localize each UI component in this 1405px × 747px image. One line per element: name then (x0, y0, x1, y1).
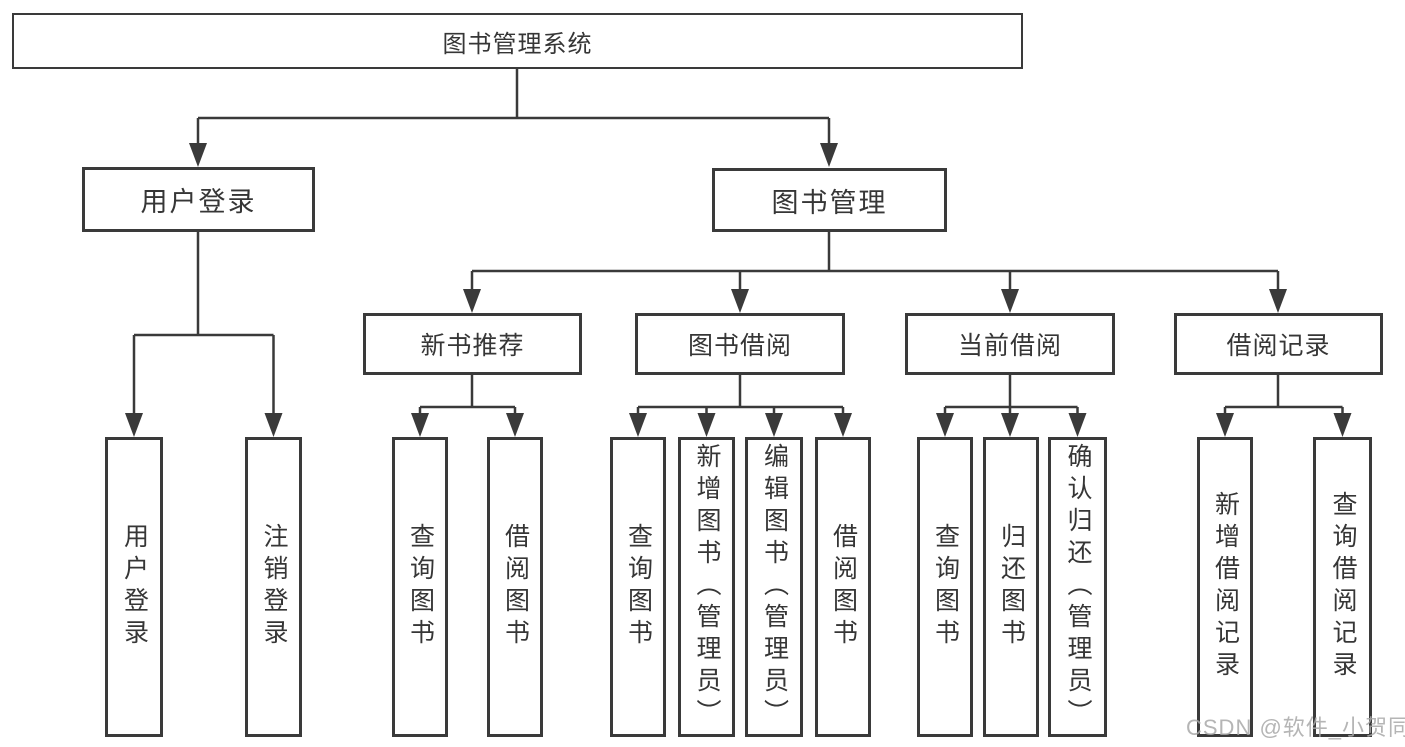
node-label: 用户登录 (120, 523, 149, 651)
node-label: 借阅记录 (1226, 332, 1331, 360)
node-label: 图书管理 (771, 187, 888, 218)
node-user-login: 用户登录 (82, 167, 315, 232)
arrowhead (189, 143, 207, 167)
node-label: 新增图书（管理员） (693, 443, 721, 731)
node-library-management-system: 图书管理系统 (12, 13, 1023, 69)
node-label: 查询图书 (931, 523, 960, 651)
node-label: 图书借阅 (687, 332, 792, 360)
leaf-query-books-current: 查询图书 (917, 437, 973, 737)
node-label: 查询图书 (406, 523, 435, 651)
arrowhead (697, 413, 716, 437)
arrowhead (1269, 289, 1287, 313)
leaf-edit-book-admin: 编辑图书（管理员） (745, 437, 803, 737)
node-label: 注销登录 (260, 523, 288, 651)
node-label: 借阅图书 (829, 523, 858, 651)
leaf-return-book: 归还图书 (983, 437, 1039, 737)
arrowhead (765, 413, 783, 437)
csdn-watermark: CSDN @软件_小贺同学 (1186, 715, 1405, 740)
arrowhead (1068, 413, 1087, 437)
connector-records-to-leaves (1223, 375, 1344, 415)
node-label: 新书推荐 (420, 332, 525, 360)
arrowhead (731, 289, 749, 313)
node-label: 归还图书 (997, 523, 1026, 651)
node-borrowing-records: 借阅记录 (1174, 313, 1383, 375)
node-label: 图书管理系统 (442, 30, 593, 58)
leaf-borrow-books-recommend: 借阅图书 (487, 437, 543, 737)
leaf-query-borrow-record: 查询借阅记录 (1313, 437, 1372, 737)
connector-bookborrow-to-leaves (636, 375, 845, 415)
arrowheads (125, 143, 1352, 437)
node-new-book-recommendation: 新书推荐 (363, 313, 582, 375)
arrowhead (834, 413, 852, 437)
node-book-borrowing: 图书借阅 (635, 313, 845, 375)
arrowhead (506, 413, 524, 437)
connector-newbooks-to-leaves (418, 375, 517, 415)
leaf-add-book-admin: 新增图书（管理员） (678, 437, 735, 737)
leaf-query-books-recommend: 查询图书 (392, 437, 448, 737)
node-label: 当前借阅 (957, 332, 1062, 360)
node-label: 新增借阅记录 (1211, 491, 1240, 683)
leaf-add-borrow-record: 新增借阅记录 (1197, 437, 1253, 737)
node-label: 编辑图书（管理员） (760, 443, 789, 731)
arrowhead (936, 413, 954, 437)
arrowhead (820, 143, 838, 167)
leaf-query-books-borrowing: 查询图书 (610, 437, 666, 737)
connector-currentborrow-to-leaves (943, 375, 1079, 415)
node-label: 查询借阅记录 (1329, 491, 1357, 683)
node-book-management: 图书管理 (712, 168, 947, 232)
leaf-logout: 注销登录 (245, 437, 302, 737)
arrowhead (264, 413, 283, 437)
node-label: 用户登录 (140, 187, 257, 217)
arrowhead (463, 289, 481, 313)
leaf-borrow-books-borrowing: 借阅图书 (815, 437, 871, 737)
node-label: 查询图书 (624, 523, 653, 651)
connector-bookmgmt-to-level3 (470, 232, 1280, 291)
arrowhead (1001, 413, 1019, 437)
node-current-borrowing: 当前借阅 (905, 313, 1115, 375)
arrowhead (411, 413, 429, 437)
leaf-user-login: 用户登录 (105, 437, 163, 737)
node-label: 借阅图书 (501, 523, 530, 651)
connector-root-to-level2 (196, 69, 831, 145)
node-label: 确认归还（管理员） (1064, 443, 1092, 731)
arrowhead (1216, 413, 1234, 437)
arrowhead (1001, 289, 1019, 313)
arrowhead (1333, 413, 1352, 437)
connector-userlogin-to-leaves (132, 232, 275, 415)
arrowhead (629, 413, 647, 437)
arrowhead (125, 413, 143, 437)
leaf-confirm-return-admin: 确认归还（管理员） (1048, 437, 1107, 737)
